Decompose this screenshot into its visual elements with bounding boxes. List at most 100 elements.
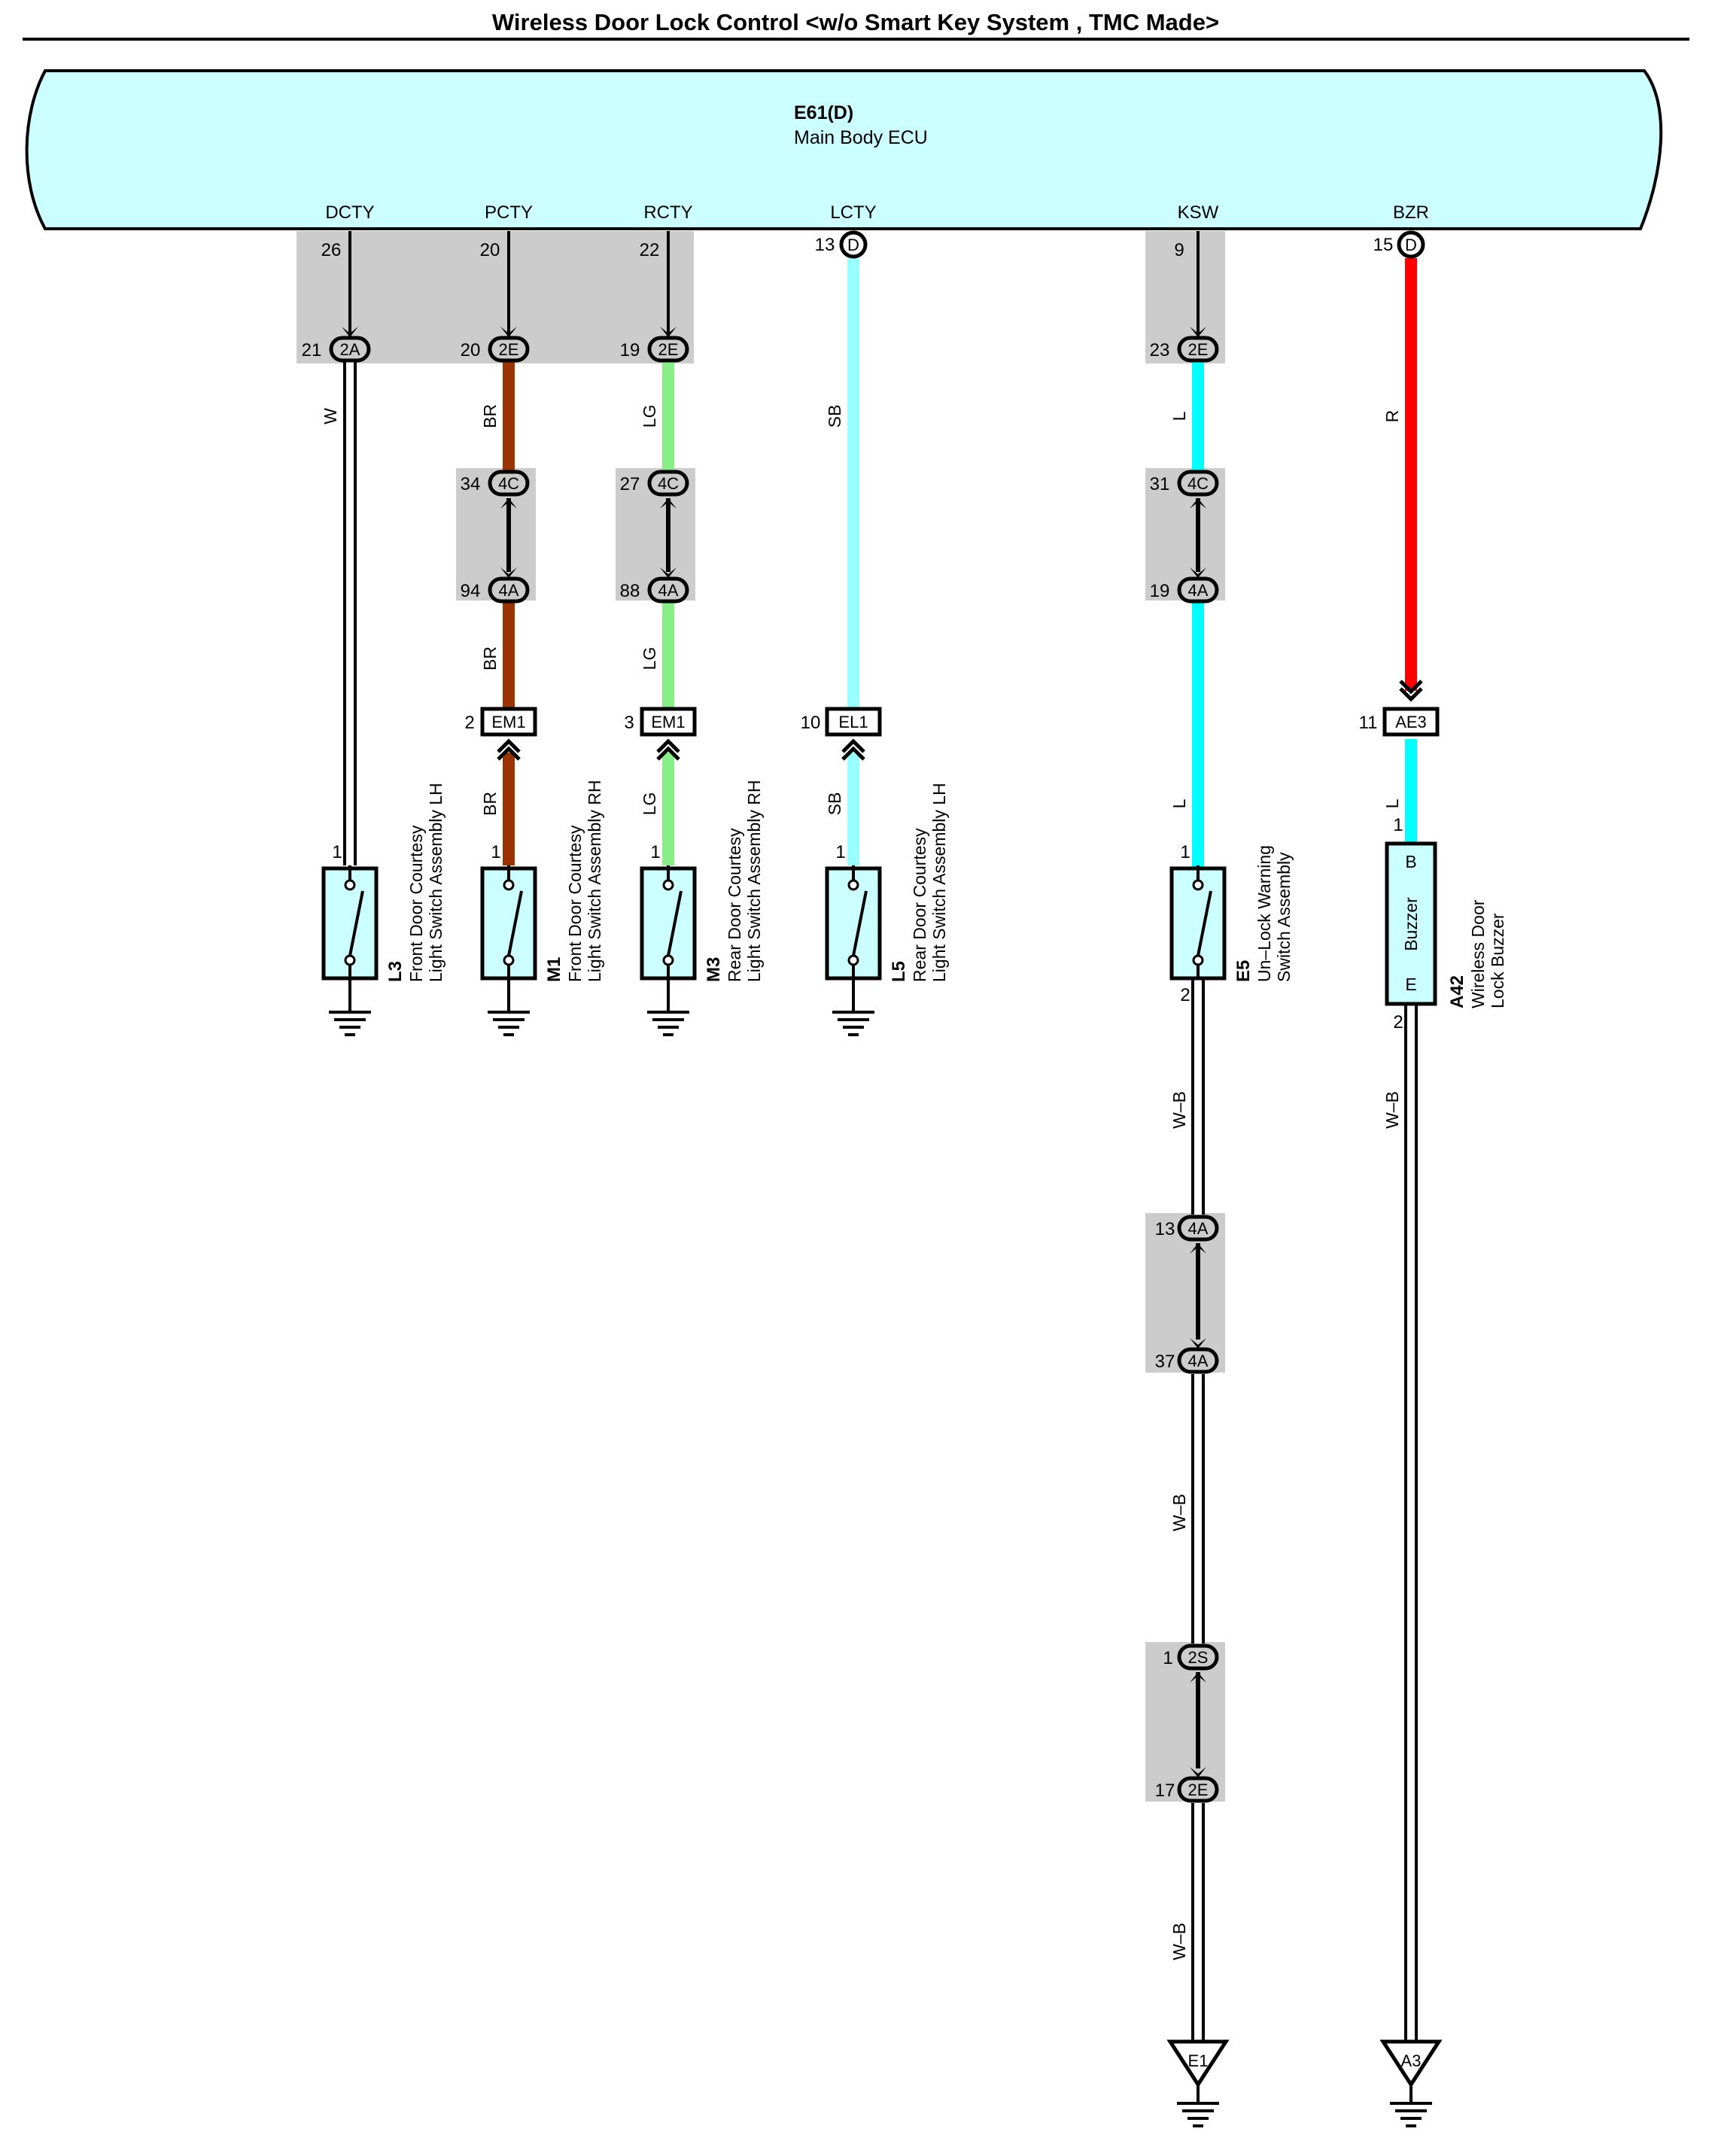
switch-e5-label: E5 Un–Lock Warning Switch Assembly <box>1233 845 1294 982</box>
diagram-title: Wireless Door Lock Control <w/o Smart Ke… <box>492 9 1219 35</box>
wire-color-label: SB <box>825 792 844 816</box>
terminal-bzr: BZR <box>1393 202 1429 223</box>
wire-r <box>1405 258 1417 691</box>
wire-br <box>503 361 515 474</box>
svg-text:1: 1 <box>1180 842 1190 862</box>
svg-text:1: 1 <box>332 842 342 862</box>
svg-text:Rear Door Courtesy: Rear Door Courtesy <box>725 828 744 982</box>
wire-color-label: LG <box>640 647 659 671</box>
wire-color-label: W–B <box>1169 1494 1189 1531</box>
svg-text:M1: M1 <box>544 957 564 982</box>
svg-text:Un–Lock Warning: Un–Lock Warning <box>1254 845 1274 982</box>
svg-text:27: 27 <box>620 474 640 494</box>
buzzer-a42-label: A42 Wireless Door Lock Buzzer <box>1447 899 1507 1008</box>
wire-color-label: W–B <box>1169 1923 1189 1960</box>
svg-text:Light Switch Assembly RH: Light Switch Assembly RH <box>585 780 604 982</box>
svg-text:1: 1 <box>650 842 660 862</box>
switch-m1: 1 <box>480 842 537 1036</box>
switch-l5-label: L5 Rear Door Courtesy Light Switch Assem… <box>889 783 949 982</box>
svg-text:13: 13 <box>1155 1219 1175 1239</box>
svg-text:2A: 2A <box>340 340 360 359</box>
terminal-ksw: KSW <box>1178 202 1219 223</box>
switch-m3-label: M3 Rear Door Courtesy Light Switch Assem… <box>704 780 764 982</box>
ecu-pin: 22 <box>640 240 660 260</box>
svg-text:Front Door Courtesy: Front Door Courtesy <box>565 825 585 982</box>
svg-text:94: 94 <box>461 581 481 601</box>
svg-text:M3: M3 <box>704 957 724 982</box>
svg-text:2: 2 <box>1393 1012 1403 1032</box>
svg-text:Light Switch Assembly LH: Light Switch Assembly LH <box>426 783 445 982</box>
switch-m3: 1 <box>640 842 697 1036</box>
svg-text:1: 1 <box>491 842 500 862</box>
ecu-connector-id: E61(D) <box>794 102 853 123</box>
ecu-pin-connector: D <box>1397 230 1425 259</box>
wire-lg <box>662 361 674 474</box>
wire-w <box>343 361 357 865</box>
junction-pair: 4A 13 4A 37 <box>1155 1215 1219 1374</box>
ecu-pin: 26 <box>321 240 342 260</box>
wire-color-label: LG <box>640 405 659 428</box>
ecu-pin: 13 <box>815 235 835 255</box>
svg-text:4A: 4A <box>658 581 679 600</box>
wire-color-label: W–B <box>1382 1091 1402 1129</box>
svg-text:L3: L3 <box>385 961 406 982</box>
junction-connector: 2E 19 <box>620 336 689 363</box>
wire-l <box>1192 602 1204 867</box>
wire-w-b <box>1404 1004 1418 2040</box>
svg-text:Light Switch Assembly LH: Light Switch Assembly LH <box>929 783 949 982</box>
svg-text:L5: L5 <box>889 961 909 982</box>
svg-text:11: 11 <box>1359 713 1378 733</box>
svg-text:88: 88 <box>620 581 640 601</box>
wire-color-label: BR <box>480 646 500 671</box>
svg-text:D: D <box>847 236 859 254</box>
wire-l <box>1405 739 1417 844</box>
svg-text:2E: 2E <box>1188 1780 1209 1799</box>
wire-color-label: L <box>1382 798 1402 808</box>
junction-pair: 4C 34 4A 94 <box>461 470 530 604</box>
svg-text:1: 1 <box>1163 1648 1172 1668</box>
svg-text:21: 21 <box>302 340 322 360</box>
junction-connector: 2E 20 <box>461 336 530 363</box>
ecu-pin: 15 <box>1373 235 1394 255</box>
svg-text:A3: A3 <box>1401 2051 1422 2070</box>
junction-connector: 2A 21 <box>302 336 371 363</box>
svg-text:Front Door Courtesy: Front Door Courtesy <box>406 825 426 982</box>
svg-text:D: D <box>1405 236 1417 254</box>
svg-text:E5: E5 <box>1233 960 1254 982</box>
svg-text:2E: 2E <box>499 340 519 359</box>
svg-text:2: 2 <box>1180 985 1190 1005</box>
inline-connector: EM1 3 <box>624 707 697 761</box>
svg-text:34: 34 <box>461 474 481 494</box>
inline-connector: EM1 2 <box>464 707 537 761</box>
svg-text:A42: A42 <box>1447 975 1467 1008</box>
wire-br <box>503 602 515 707</box>
wire-br <box>503 753 515 865</box>
switch-l5: 1 <box>825 842 882 1036</box>
ecu-pin-connector: D <box>839 230 868 259</box>
wire-l <box>1192 361 1204 474</box>
svg-text:19: 19 <box>1150 581 1170 601</box>
wire-sb <box>847 258 859 707</box>
svg-text:23: 23 <box>1150 340 1170 360</box>
wire-color-label: R <box>1382 410 1402 423</box>
wire-color-label: SB <box>825 405 844 428</box>
wire-lg <box>662 753 674 865</box>
terminal-rcty: RCTY <box>643 202 692 223</box>
junction-pair: 4C 27 4A 88 <box>620 470 689 604</box>
junction-pair: 4C 31 4A 19 <box>1150 470 1219 604</box>
terminal-dcty: DCTY <box>325 202 374 223</box>
svg-text:4C: 4C <box>658 474 679 493</box>
terminal-pcty: PCTY <box>485 202 533 223</box>
svg-text:4C: 4C <box>1187 474 1209 493</box>
svg-text:4A: 4A <box>1188 1219 1209 1238</box>
svg-text:19: 19 <box>620 340 640 360</box>
svg-text:4A: 4A <box>1188 1352 1209 1370</box>
svg-text:3: 3 <box>624 713 634 733</box>
junction-pair: 2S 1 2E 17 <box>1155 1644 1219 1803</box>
inline-connector: EL1 10 <box>801 707 882 761</box>
switch-l3: 1 <box>321 842 379 1036</box>
svg-text:2E: 2E <box>1188 340 1209 359</box>
switch-e5: 1 2 <box>1169 842 1227 1005</box>
ground-point-e1: E1 <box>1166 2039 1230 2127</box>
ecu-name: Main Body ECU <box>794 127 928 148</box>
